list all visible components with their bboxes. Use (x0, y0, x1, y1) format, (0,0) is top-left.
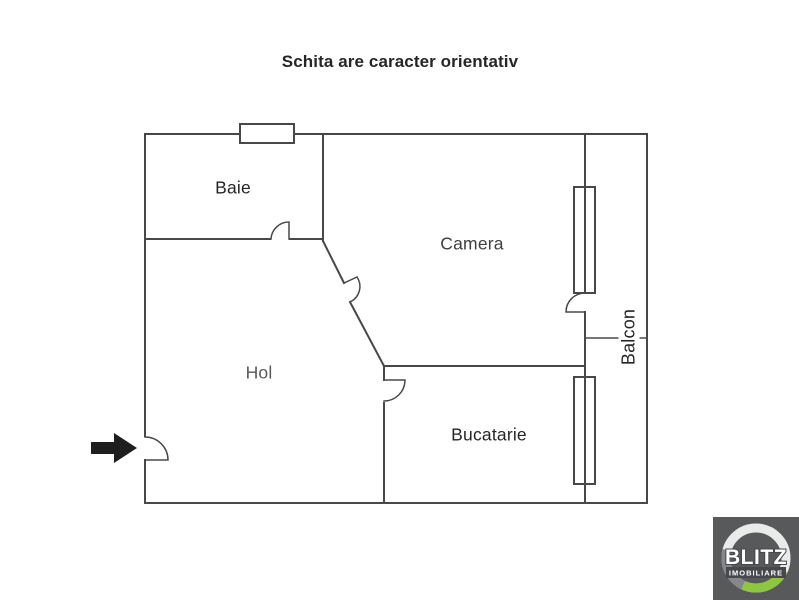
window-camera-balcon (573, 186, 596, 294)
room-label-baie: Baie (212, 177, 254, 199)
room-label-bucatarie: Bucatarie (448, 424, 530, 446)
room-label-camera: Camera (437, 233, 507, 255)
logo-subtitle-band (726, 567, 786, 578)
doors (144, 221, 586, 461)
camera-door (343, 275, 361, 303)
window-baie (239, 123, 295, 144)
entrance-door (144, 436, 169, 461)
windows (239, 123, 596, 485)
blitz-logo: BLITZ IMOBILIARE (713, 517, 799, 600)
baie-door (270, 221, 290, 240)
logo-subtitle: IMOBILIARE (729, 569, 783, 578)
room-label-balcon: Balcon (618, 305, 640, 369)
plan-disclaimer-title: Schita are caracter orientativ (281, 52, 519, 71)
walls (144, 133, 648, 504)
entrance-arrow-icon (91, 433, 137, 463)
blitz-logo-graphic: BLITZ IMOBILIARE (713, 517, 799, 600)
balcon-door (565, 292, 586, 313)
bucatarie-door (383, 379, 406, 402)
window-bucatarie-balcon (573, 376, 596, 485)
diagonal-wall (321, 239, 386, 368)
room-label-hol: Hol (242, 362, 276, 384)
logo-title: BLITZ (725, 546, 787, 569)
